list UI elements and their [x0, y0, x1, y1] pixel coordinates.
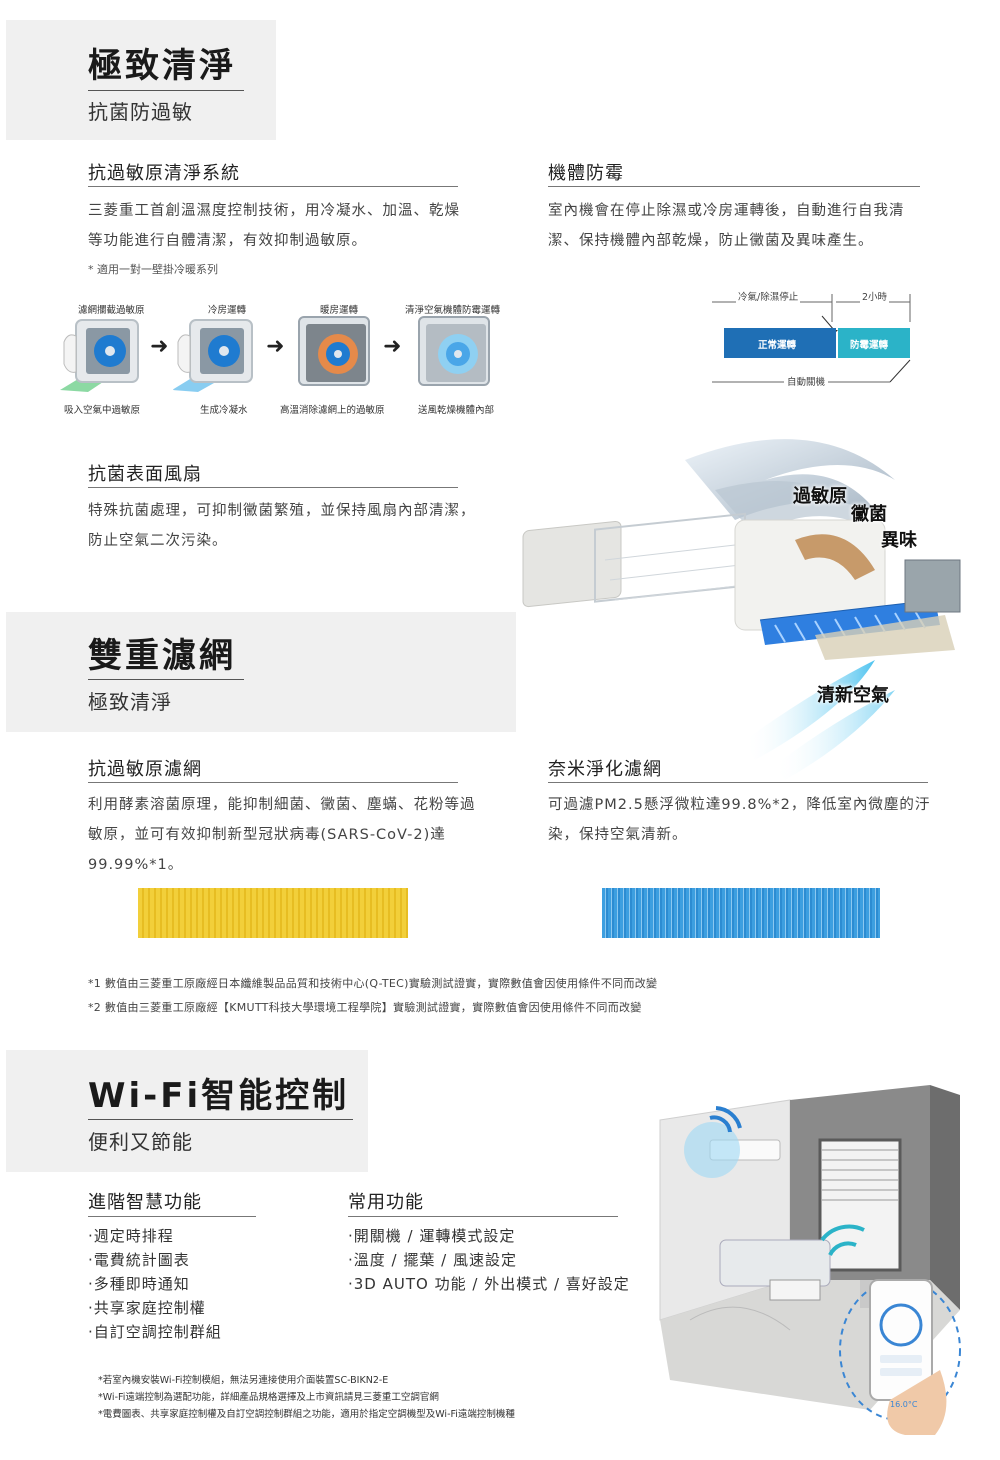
step3-top-label: 暖房運轉 — [320, 305, 359, 316]
timeline-stop-label: 冷氣/除濕停止 — [736, 289, 801, 303]
list-item: ‧3D AUTO 功能 / 外出模式 / 喜好設定 — [348, 1275, 630, 1293]
nano-filter-heading-rule — [548, 782, 928, 783]
section1-title: 極致清淨 — [88, 46, 236, 86]
advanced-features-heading: 進階智慧功能 — [88, 1192, 202, 1213]
allergen-filter-heading: 抗過敏原濾網 — [88, 759, 202, 780]
section3-title-rule — [88, 1119, 353, 1120]
section2-subtitle: 極致清淨 — [88, 690, 172, 714]
fan-body: 特殊抗菌處理，可抑制黴菌繁殖，並保持風扇內部清潔， 防止空氣二次污染。 — [88, 503, 476, 549]
allergen-system-heading-rule — [88, 186, 458, 187]
step2-top-label: 冷房運轉 — [208, 305, 247, 316]
section1-header-band — [6, 20, 276, 140]
step-arrow-2: ➜ — [266, 334, 285, 359]
timeline-duration-label: 2小時 — [860, 289, 890, 303]
list-item: ‧溫度 / 擺葉 / 風速設定 — [348, 1251, 517, 1269]
step2-illustration — [172, 312, 262, 392]
step2-bottom-label: 生成冷凝水 — [200, 405, 248, 416]
section1-title-rule — [88, 90, 244, 91]
timeline-normal-bar — [724, 328, 836, 358]
allergen-system-heading: 抗過敏原清淨系統 — [88, 163, 240, 184]
wifi-note-3: *電費圖表、共享家庭控制權及自訂空調控制群組之功能，適用於指定空調機型及Wi-F… — [98, 1409, 515, 1420]
smart-room-illustration: 16.0°C — [630, 1080, 990, 1440]
list-item: ‧自訂空調控制群組 — [88, 1323, 222, 1341]
section1-subtitle: 抗菌防過敏 — [88, 100, 193, 124]
allergen-filter-heading-rule — [88, 782, 458, 783]
timeline-normal-label: 正常運轉 — [758, 340, 797, 351]
common-features-heading-rule — [348, 1216, 618, 1217]
timeline-mold-bar — [838, 328, 910, 358]
common-features-list: ‧開關機 / 運轉模式設定 ‧溫度 / 擺葉 / 風速設定 ‧3D AUTO 功… — [348, 1224, 630, 1296]
list-item: ‧電費統計圖表 — [88, 1251, 190, 1269]
footnote-1: *1 數值由三菱重工原廠經日本纖維製品品質和技術中心(Q-TEC)實驗測試證實，… — [88, 977, 658, 990]
section3-subtitle: 便利又節能 — [88, 1130, 193, 1154]
fan-label-odor: 異味 — [881, 530, 917, 551]
footnote-2: *2 數值由三菱重工原廠經【KMUTT科技大學環境工程學院】實驗測試證實，實際數… — [88, 1001, 642, 1014]
fan-heading-rule — [88, 487, 458, 488]
fan-label-fresh-air: 清新空氣 — [817, 685, 889, 706]
allergen-filter-swatch — [138, 888, 408, 938]
allergen-system-body: 三菱重工首創溫濕度控制技術，用冷凝水、加溫、乾燥 等功能進行自體清潔，有效抑制過… — [88, 203, 460, 249]
exploded-ac-illustration: 過敏原 黴菌 異味 清新空氣 — [515, 420, 975, 790]
nano-filter-heading: 奈米淨化濾網 — [548, 759, 662, 780]
advanced-features-list: ‧週定時排程 ‧電費統計圖表 ‧多種即時通知 ‧共享家庭控制權 ‧自訂空調控制群… — [88, 1224, 222, 1344]
step1-illustration — [58, 312, 148, 392]
step4-bottom-label: 送風乾燥機體內部 — [418, 405, 495, 416]
list-item: ‧共享家庭控制權 — [88, 1299, 206, 1317]
mold-timeline: 冷氣/除濕停止 2小時 正常運轉 防霉運轉 自動關機 — [700, 286, 920, 391]
nano-filter-body: 可過濾PM2.5懸浮微粒達99.8%*2，降低室內微塵的汙 染，保持空氣清新。 — [548, 797, 931, 843]
allergen-filter-body: 利用酵素溶菌原理，能抑制細菌、黴菌、塵蟎、花粉等過 敏原，並可有效抑制新型冠狀病… — [88, 797, 476, 873]
wifi-note-2: *Wi-Fi遠端控制為選配功能，詳細產品規格選擇及上市資訊請見三菱重工空調官網 — [98, 1392, 439, 1403]
step4-top-label: 清淨空氣機體防霉運轉 — [405, 305, 501, 316]
step3-bottom-label: 高溫消除濾網上的過敏原 — [280, 405, 385, 416]
step-arrow-1: ➜ — [150, 334, 169, 359]
step1-bottom-label: 吸入空氣中過敏原 — [64, 405, 141, 416]
section3-header-band — [6, 1050, 368, 1172]
section3-title: Wi-Fi智能控制 — [88, 1076, 350, 1116]
mold-body: 室內機會在停止除濕或冷房運轉後，自動進行自我清 潔、保持機體內部乾燥，防止黴菌及… — [548, 203, 905, 249]
fan-label-allergen: 過敏原 — [793, 486, 847, 507]
section2-header-band — [6, 612, 516, 732]
wifi-note-1: *若室內機安裝Wi-Fi控制模組，無法另連接使用介面裝置SC-BIKN2-E — [98, 1375, 389, 1386]
list-item: ‧週定時排程 — [88, 1227, 174, 1245]
phone-temperature-readout: 16.0°C — [890, 1400, 918, 1409]
timeline-auto-off-label: 自動關機 — [784, 374, 829, 388]
mold-heading-rule — [548, 186, 920, 187]
section2-title: 雙重濾網 — [88, 636, 236, 676]
step-arrow-3: ➜ — [383, 334, 402, 359]
timeline-mold-label: 防霉運轉 — [850, 340, 889, 351]
fan-label-mold: 黴菌 — [851, 504, 887, 525]
mold-heading: 機體防霉 — [548, 163, 624, 184]
list-item: ‧開關機 / 運轉模式設定 — [348, 1227, 516, 1245]
step1-top-label: 濾網攔截過敏原 — [78, 305, 145, 316]
nano-filter-swatch — [602, 888, 880, 938]
section2-title-rule — [88, 679, 244, 680]
step3-illustration — [298, 316, 370, 386]
step4-illustration — [418, 316, 490, 386]
advanced-features-heading-rule — [88, 1216, 256, 1217]
allergen-system-note: * 適用一對一壁掛冷暖系列 — [88, 263, 218, 276]
fan-heading: 抗菌表面風扇 — [88, 464, 202, 485]
list-item: ‧多種即時通知 — [88, 1275, 190, 1293]
common-features-heading: 常用功能 — [348, 1192, 424, 1213]
